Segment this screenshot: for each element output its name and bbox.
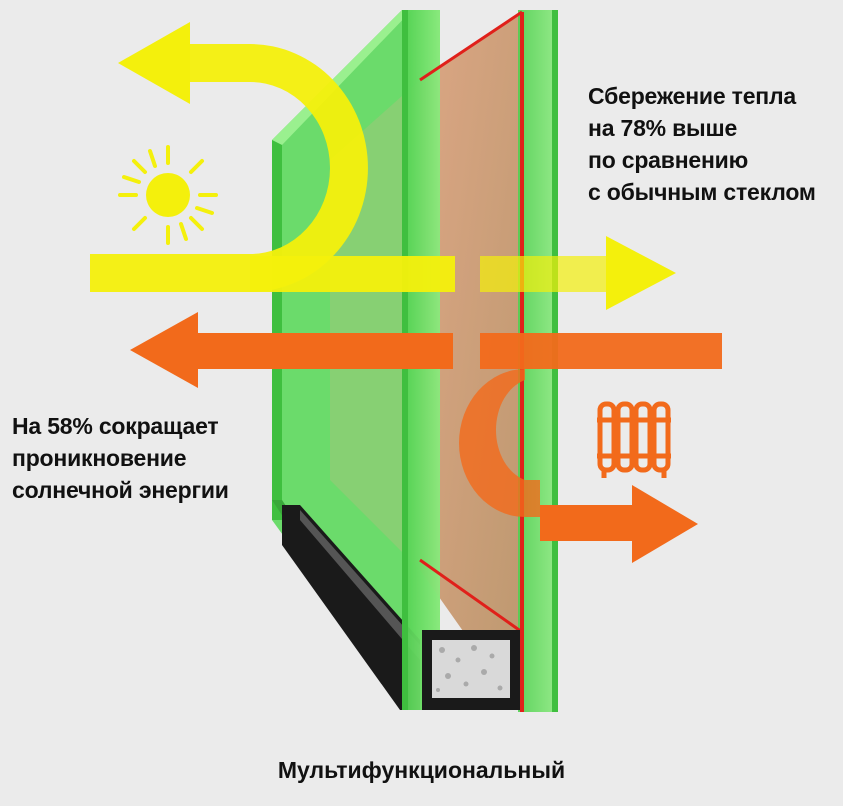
spacer-frame [282, 505, 420, 710]
solar-reduction-line-1: На 58% сокращает [12, 413, 219, 439]
desiccant-spacer [422, 630, 520, 710]
solar-reduction-caption: На 58% сокращает проникновение солнечной… [12, 410, 229, 506]
heat-reflection-arrow [130, 312, 722, 517]
heat-saving-caption: Сбережение тепла на 78% выше по сравнени… [588, 80, 816, 208]
solar-reduction-line-3: солнечной энергии [12, 477, 229, 503]
heat-saving-line-3: по сравнению [588, 147, 749, 173]
solar-reduction-line-2: проникновение [12, 445, 187, 471]
product-title: Мультифункциональный [277, 757, 566, 783]
solar-transmission-arrow [250, 236, 676, 310]
solar-reflection-arrow [90, 22, 368, 292]
radiator-icon [597, 401, 671, 478]
heat-saving-line-2: на 78% выше [588, 115, 738, 141]
heat-transmission-arrow [540, 485, 698, 563]
sun-icon [118, 145, 218, 245]
heat-saving-line-1: Сбережение тепла [588, 83, 797, 109]
heat-saving-line-4: с обычным стеклом [588, 179, 816, 205]
